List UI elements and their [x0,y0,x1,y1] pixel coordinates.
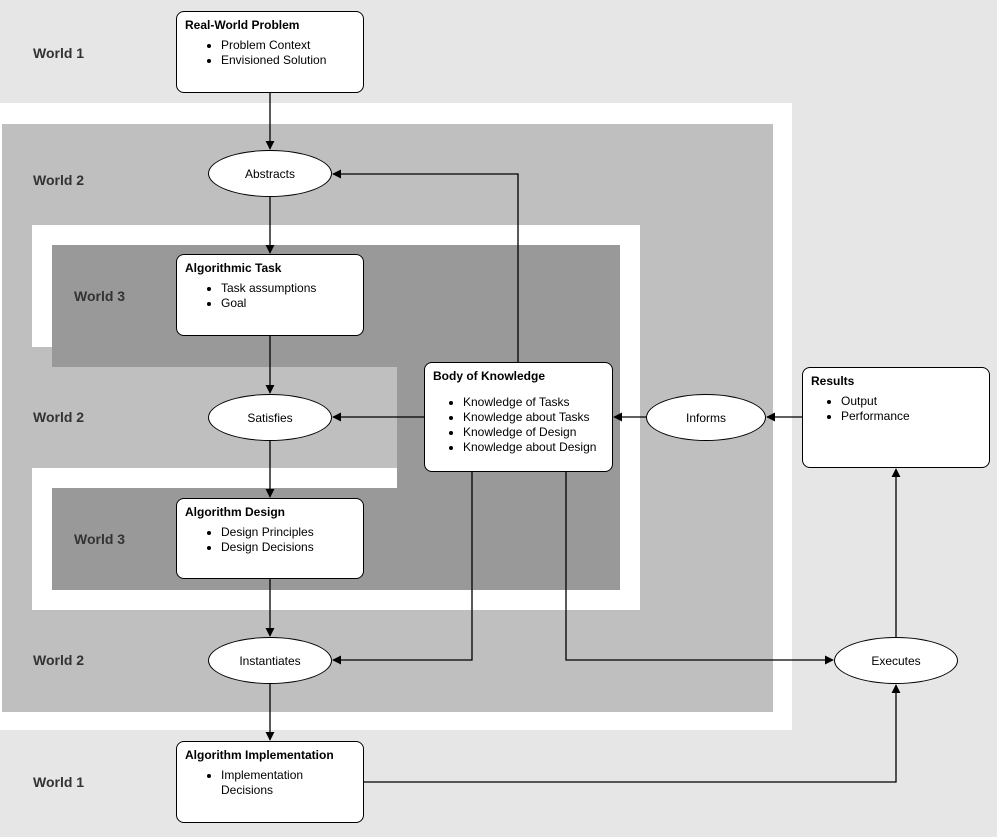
world2-satisfies-label: World 2 [33,409,85,425]
list-item: Knowledge of Design [463,425,604,440]
list-item: Implementation Decisions [221,768,355,798]
body-of-knowledge-title: Body of Knowledge [433,369,545,383]
list-item: Goal [221,296,355,311]
list-item: Problem Context [221,38,355,53]
informs-node: Informs [646,394,766,441]
instantiates-node: Instantiates [208,637,332,684]
algorithmic-task-box: Algorithmic Task Task assumptions Goal [176,254,364,336]
algorithm-design-box: Algorithm Design Design Principles Desig… [176,498,364,579]
body-of-knowledge-box: Body of Knowledge Knowledge of Tasks Kno… [424,362,613,472]
results-box: Results Output Performance [802,367,990,468]
list-item: Design Decisions [221,540,355,555]
world2-instantiates-label: World 2 [33,652,85,668]
algorithmic-task-title: Algorithmic Task [185,261,282,275]
list-item: Performance [841,409,981,424]
results-title: Results [811,374,855,388]
algorithm-implementation-title: Algorithm Implementation [185,748,334,762]
list-item: Envisioned Solution [221,53,355,68]
world1-bottom-label: World 1 [33,774,85,790]
world1-bottom-region [0,730,997,837]
list-item: Design Principles [221,525,355,540]
executes-node: Executes [834,637,958,684]
list-item: Knowledge of Tasks [463,395,604,410]
abstracts-node: Abstracts [208,150,332,197]
world1-top-region [0,0,997,103]
world2-abstracts-label: World 2 [33,172,85,188]
world3-task-label: World 3 [74,288,126,304]
algorithm-design-title: Algorithm Design [185,505,286,519]
real-world-problem-title: Real-World Problem [185,18,300,32]
real-world-problem-box: Real-World Problem Problem Context Envis… [176,11,364,93]
list-item: Knowledge about Design [463,440,604,455]
list-item: Knowledge about Tasks [463,410,604,425]
algorithm-implementation-box: Algorithm Implementation Implementation … [176,741,364,823]
list-item: Task assumptions [221,281,355,296]
satisfies-node: Satisfies [208,394,332,441]
list-item: Output [841,394,981,409]
world3-design-label: World 3 [74,531,126,547]
world1-top-label: World 1 [33,45,85,61]
